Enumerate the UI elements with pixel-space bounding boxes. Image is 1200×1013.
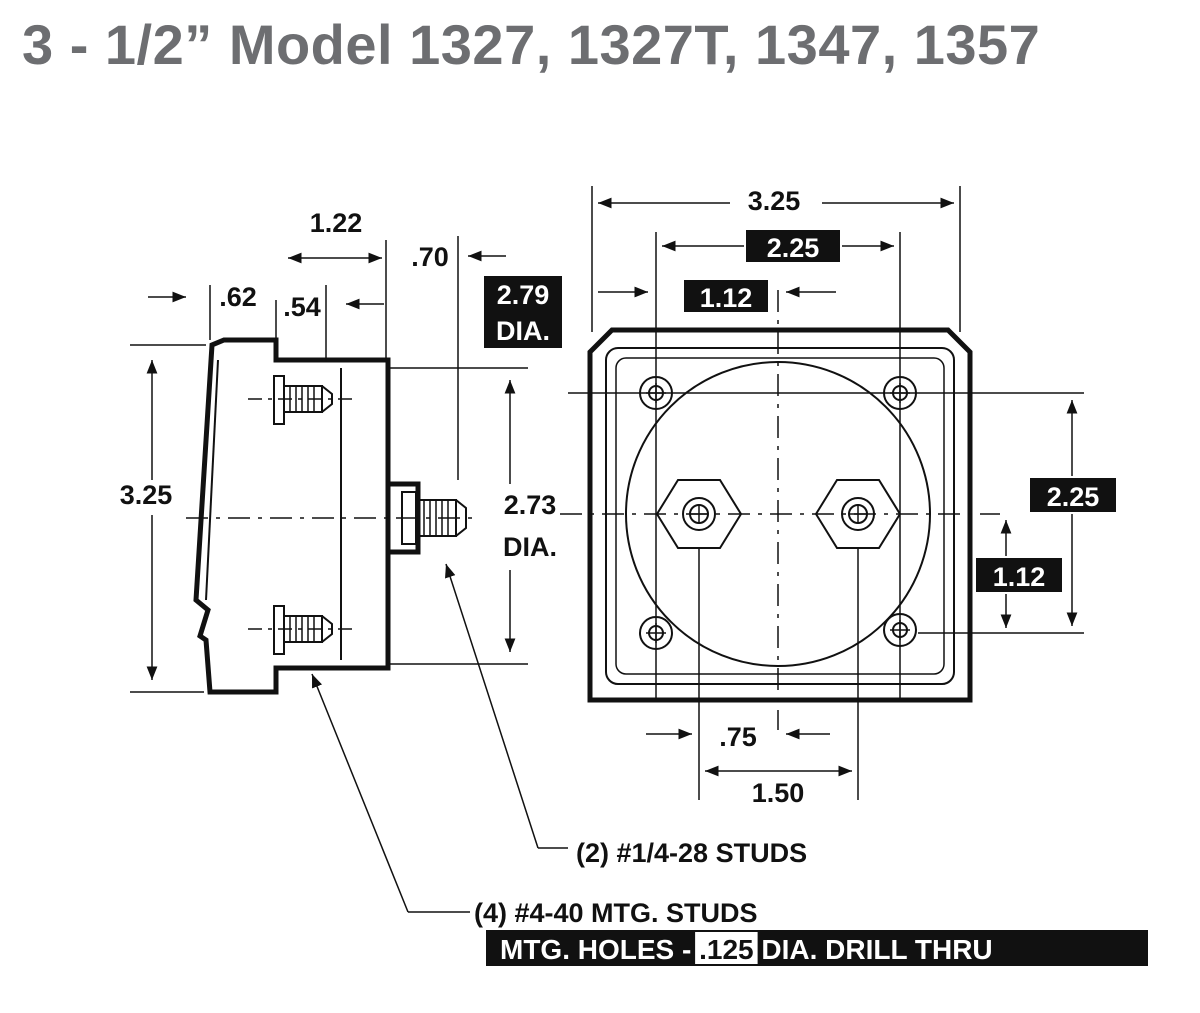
front-mtg-half-label: 1.12: [700, 283, 753, 313]
front-terminal-stud-left: [655, 479, 743, 549]
front-inner-outline-2: [615, 357, 945, 675]
side-bezel-line: [205, 359, 219, 601]
front-inner-outline: [605, 347, 955, 685]
side-rear-dia-value: 2.79: [497, 280, 550, 310]
side-rear-dia-unit: DIA.: [496, 316, 550, 346]
studs-note: (2) #1/4-28 STUDS: [576, 838, 807, 868]
mtg-holes-highlight: [695, 932, 758, 964]
front-stud-half-label: .75: [719, 722, 757, 752]
front-view: 3.25 2.25 1.12 2.25 1.12 .75 1.50: [560, 186, 1116, 808]
side-case-dia-value: 2.73: [504, 490, 557, 520]
mtg-studs-note: (4) #4-40 MTG. STUDS: [474, 898, 758, 928]
front-vert-spacing-label: 2.25: [1047, 482, 1100, 512]
side-bezel-label: .62: [219, 282, 257, 312]
side-view: 3.25 2.73 DIA. 1.22 .62 .54 .70 2.79 DIA…: [120, 208, 562, 695]
side-depth-label: 1.22: [310, 208, 363, 238]
notes: (2) #1/4-28 STUDS (4) #4-40 MTG. STUDS M…: [311, 563, 1148, 966]
mtg-holes-banner: [486, 930, 1148, 966]
side-mtg-stud-top: [248, 375, 356, 425]
page-title: 3 - 1/2” Model 1327, 1327T, 1347, 1357: [22, 13, 1041, 76]
front-stud-spacing-label: 1.50: [752, 778, 805, 808]
side-step-label: .54: [283, 292, 321, 322]
side-mtg-stud-bottom: [248, 605, 356, 655]
side-case-outline: [193, 337, 391, 695]
mtg-holes-note: MTG. HOLES - .125 DIA. DRILL THRU: [500, 934, 993, 965]
side-height-label: 3.25: [120, 480, 173, 510]
side-case-dia-unit: DIA.: [503, 532, 557, 562]
side-stud-length-label: .70: [411, 242, 449, 272]
front-width-label: 3.25: [748, 186, 801, 216]
front-vert-half-label: 1.12: [993, 562, 1046, 592]
front-outer-outline: [587, 327, 973, 703]
front-mtg-spacing-label: 2.25: [767, 233, 820, 263]
front-terminal-stud-right: [814, 479, 902, 549]
